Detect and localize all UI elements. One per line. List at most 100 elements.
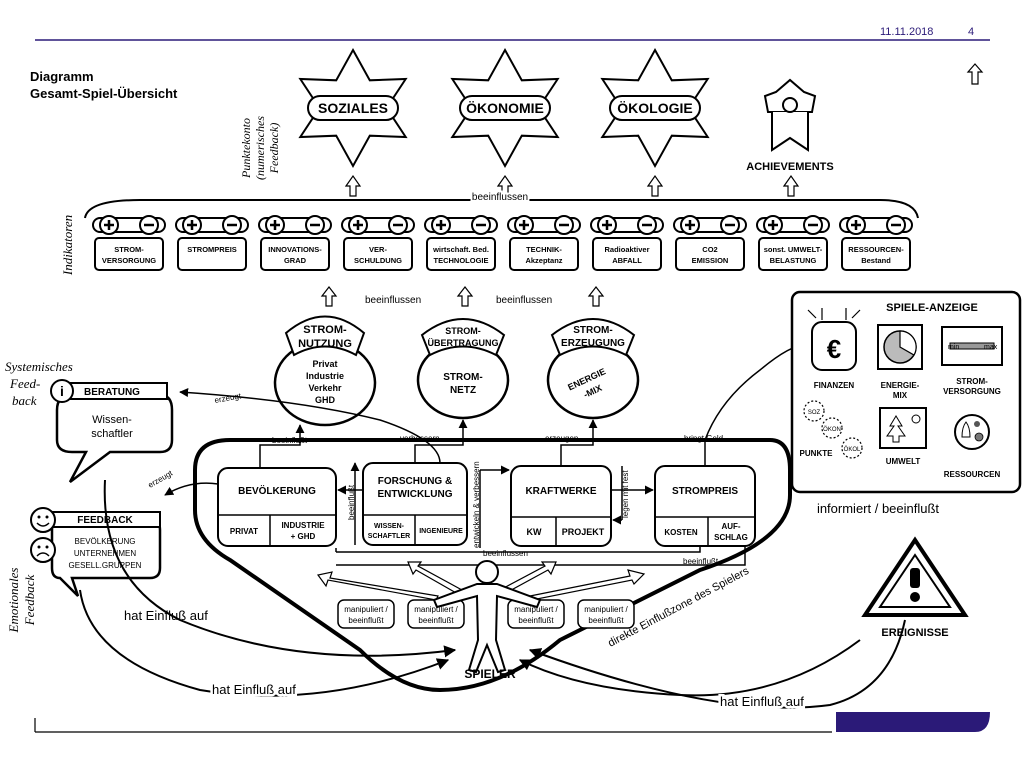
indicator-label: EMISSION bbox=[692, 256, 729, 265]
svg-text:SOZ: SOZ bbox=[808, 410, 821, 416]
footer-logo-bar bbox=[836, 712, 990, 732]
indicator-label: INNOVATIONS- bbox=[268, 245, 322, 254]
erzeugt-label-1: erzeugt bbox=[214, 391, 243, 405]
indicator-label: CO2 bbox=[702, 245, 717, 254]
spieler-figure bbox=[432, 560, 542, 674]
informiert-label: informiert / beeinflußt bbox=[817, 501, 939, 516]
strom-erzeugung-oval: STROM- ERZEUGUNG ENERGIE -MIX bbox=[546, 318, 640, 420]
svg-text:KRAFTWERKE: KRAFTWERKE bbox=[525, 486, 596, 497]
entwickeln-label: entwickeln & verbessern bbox=[472, 461, 481, 548]
star-label: SOZIALES bbox=[318, 100, 388, 116]
euro-icon: € bbox=[827, 334, 841, 364]
svg-text:KOSTEN: KOSTEN bbox=[664, 528, 698, 537]
score-star-3: ÖKOLOGIE bbox=[600, 47, 710, 169]
svg-text:Punktekonto: Punktekonto bbox=[239, 118, 253, 179]
indicator-label: ABFALL bbox=[612, 256, 642, 265]
radiation-icon bbox=[974, 432, 984, 442]
indicator-card: INNOVATIONS-GRAD bbox=[258, 215, 332, 271]
gauge-icon bbox=[949, 342, 995, 350]
systemisches-feedback-label: Systemisches Feed- back bbox=[5, 359, 73, 408]
manipuliert-box: manipuliert / beeinflußt bbox=[337, 599, 395, 629]
oval-to-indicator-arrows bbox=[320, 286, 605, 307]
feedback-bubble: FEEDBACK BEVÖLKERUNG UNTERNEHMEN GESELL.… bbox=[30, 507, 162, 597]
home-up-icon[interactable] bbox=[966, 63, 984, 85]
star-label: ÖKOLOGIE bbox=[617, 100, 692, 116]
beeinflussen-right: beeinflussen bbox=[496, 295, 552, 306]
svg-text:FORSCHUNG &: FORSCHUNG & bbox=[378, 476, 452, 487]
svg-text:PRIVAT: PRIVAT bbox=[230, 527, 258, 536]
svg-text:manipuliert /: manipuliert / bbox=[344, 605, 388, 614]
beratung-bubble: i BERATUNG Wissen- schaftler bbox=[50, 379, 174, 483]
feedback-title: FEEDBACK bbox=[77, 515, 133, 526]
svg-text:beeinflußt: beeinflußt bbox=[588, 616, 624, 625]
svg-text:beeinflußt: beeinflußt bbox=[418, 616, 454, 625]
beeinflussen-top: beeinflussen bbox=[472, 192, 528, 203]
slide-date: 11.11.2018 bbox=[880, 26, 933, 38]
svg-text:beeinflußt: beeinflußt bbox=[518, 616, 554, 625]
svg-text:STROM-: STROM- bbox=[956, 377, 988, 386]
star-label: ÖKONOMIE bbox=[466, 100, 544, 116]
beeinflussen-inner: beeinflussen bbox=[483, 549, 528, 558]
punktekonto-label: Punktekonto (numerisches Feedback) bbox=[239, 116, 281, 180]
indicator-label: STROMPREIS bbox=[187, 245, 237, 254]
ressourcen-item: RESSOURCEN bbox=[944, 414, 1000, 479]
svg-text:(numerisches: (numerisches bbox=[253, 116, 267, 180]
svg-text:Feed-: Feed- bbox=[9, 376, 40, 391]
svg-text:INGENIEURE: INGENIEURE bbox=[419, 528, 463, 535]
svg-text:Systemisches: Systemisches bbox=[5, 359, 73, 374]
star-stamps-icon: SOZ ÖKON ÖKOL bbox=[803, 400, 863, 459]
svg-text:i: i bbox=[60, 383, 64, 399]
coal-icon bbox=[974, 421, 980, 427]
indicator-bracket bbox=[84, 199, 919, 219]
core-arrows bbox=[164, 340, 806, 566]
tree-icon bbox=[886, 415, 906, 443]
svg-text:ÖKOL: ÖKOL bbox=[844, 446, 861, 453]
svg-text:Industrie: Industrie bbox=[306, 371, 344, 381]
svg-text:FINANZEN: FINANZEN bbox=[814, 381, 855, 390]
player-icon bbox=[475, 560, 499, 584]
legen-fest-label: legen mit fest bbox=[621, 470, 630, 518]
spiele-anzeige-title: SPIELE-ANZEIGE bbox=[886, 302, 978, 314]
svg-text:Verkehr: Verkehr bbox=[308, 383, 342, 393]
svg-text:GESELL.GRUPPEN: GESELL.GRUPPEN bbox=[69, 561, 142, 570]
svg-text:ÜBERTRAGUNG: ÜBERTRAGUNG bbox=[428, 338, 499, 348]
indicator-label: Radioaktiver bbox=[604, 245, 649, 254]
svg-text:AUF-: AUF- bbox=[721, 522, 740, 531]
strompreis-box: STROMPREIS KOSTEN AUF- SCHLAG bbox=[654, 465, 756, 547]
beeinflusst-low: beeinflußt bbox=[683, 557, 719, 566]
ereignisse-label: EREIGNISSE bbox=[881, 627, 948, 639]
stromversorgung-item: min max STROM- VERSORGUNG bbox=[941, 326, 1003, 396]
svg-text:beeinflußt: beeinflußt bbox=[348, 616, 384, 625]
svg-text:SCHAFTLER: SCHAFTLER bbox=[368, 533, 410, 540]
indicator-label: RESSOURCEN- bbox=[848, 245, 904, 254]
svg-text:STROM-: STROM- bbox=[445, 326, 481, 336]
ereignisse-warning: EREIGNISSE bbox=[861, 536, 969, 639]
achievements-badge: ACHIEVEMENTS bbox=[746, 78, 834, 173]
indicator-label: BELASTUNG bbox=[770, 256, 817, 265]
diagram-title-2: Gesamt-Spiel-Übersicht bbox=[30, 86, 178, 101]
einfluss-label-c: hat Einfluß auf bbox=[720, 694, 804, 709]
svg-text:KW: KW bbox=[527, 527, 542, 537]
indicator-label: TECHNOLOGIE bbox=[433, 256, 488, 265]
svg-text:PUNKTE: PUNKTE bbox=[800, 449, 834, 458]
svg-text:min: min bbox=[948, 344, 959, 351]
svg-text:NETZ: NETZ bbox=[450, 385, 476, 396]
happy-face-icon bbox=[30, 507, 56, 533]
svg-text:manipuliert /: manipuliert / bbox=[584, 605, 628, 614]
indicator-label: Bestand bbox=[861, 256, 891, 265]
kraftwerke-box: KRAFTWERKE KW PROJEKT bbox=[510, 465, 612, 547]
bevoelkerung-box: BEVÖLKERUNG PRIVAT INDUSTRIE + GHD bbox=[217, 467, 337, 547]
sad-face-icon bbox=[30, 537, 56, 563]
indicator-label: wirtschaft. Bed. bbox=[432, 245, 489, 254]
svg-text:BEVÖLKERUNG: BEVÖLKERUNG bbox=[238, 484, 316, 497]
indicator-card: STROM-VERSORGUNG bbox=[92, 215, 166, 271]
bringt-geld-label: bringt Geld bbox=[684, 434, 723, 443]
svg-text:manipuliert /: manipuliert / bbox=[514, 605, 558, 614]
svg-text:Privat: Privat bbox=[312, 359, 337, 369]
svg-text:ENERGIE-: ENERGIE- bbox=[881, 381, 920, 390]
spiele-anzeige-panel: SPIELE-ANZEIGE € FINANZEN ENERGIE- MIX m… bbox=[790, 290, 1022, 494]
svg-text:SCHLAG: SCHLAG bbox=[714, 533, 748, 542]
indicator-card: VER-SCHULDUNG bbox=[341, 215, 415, 271]
indicator-label: SCHULDUNG bbox=[354, 256, 402, 265]
